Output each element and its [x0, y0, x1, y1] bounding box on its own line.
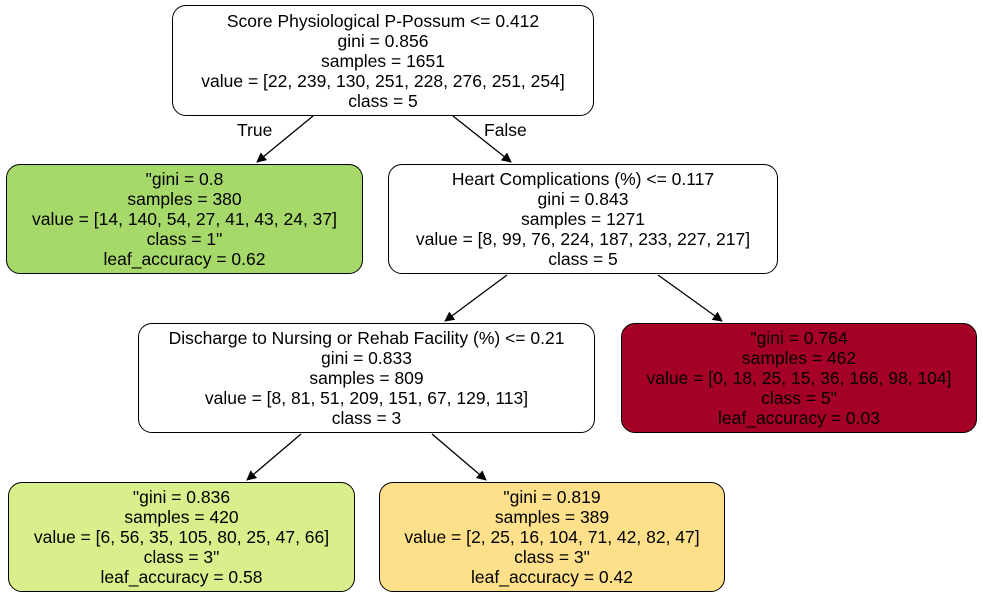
edge-discharge-to-leaf-yellow	[431, 433, 487, 481]
node-class: class = 5	[348, 90, 418, 111]
node-split-condition: Discharge to Nursing or Rehab Facility (…	[168, 328, 565, 348]
node-class: class = 3	[331, 408, 402, 428]
tree-node-discharge: Discharge to Nursing or Rehab Facility (…	[138, 323, 595, 433]
node-gini: gini = 0.856	[337, 30, 429, 51]
leaf-class: class = 3"	[143, 547, 220, 567]
edge-label-true: True	[237, 120, 273, 140]
node-split-condition: Score Physiological P-Possum <= 0.412	[226, 10, 540, 31]
leaf-gini: "gini = 0.836	[132, 487, 231, 507]
edge-discharge-to-leaf-green	[246, 433, 302, 481]
tree-leaf-class-3-yellow: "gini = 0.819 samples = 389 value = [2, …	[379, 482, 725, 592]
leaf-accuracy: leaf_accuracy = 0.58	[100, 567, 263, 587]
leaf-gini: "gini = 0.8	[145, 169, 224, 189]
leaf-samples: samples = 420	[124, 507, 239, 527]
tree-node-root: Score Physiological P-Possum <= 0.412 gi…	[172, 5, 594, 116]
edge-heart-to-discharge	[444, 274, 508, 322]
tree-leaf-class-5: "gini = 0.764 samples = 462 value = [0, …	[621, 323, 977, 433]
leaf-gini: "gini = 0.764	[750, 328, 848, 348]
leaf-accuracy: leaf_accuracy = 0.62	[103, 249, 266, 269]
leaf-accuracy: leaf_accuracy = 0.03	[718, 408, 880, 428]
leaf-samples: samples = 389	[494, 507, 610, 527]
node-gini: gini = 0.843	[537, 189, 629, 209]
node-samples: samples = 1271	[520, 209, 646, 229]
node-class: class = 5	[548, 249, 618, 269]
node-samples: samples = 1651	[320, 50, 446, 71]
node-gini: gini = 0.833	[321, 348, 412, 368]
leaf-value: value = [14, 140, 54, 27, 41, 43, 24, 37…	[31, 209, 338, 229]
node-value: value = [22, 239, 130, 251, 228, 276, 25…	[201, 70, 565, 91]
leaf-class: class = 5"	[761, 388, 837, 408]
leaf-value: value = [2, 25, 16, 104, 71, 42, 82, 47]	[404, 527, 700, 547]
leaf-samples: samples = 380	[127, 189, 242, 209]
node-value: value = [8, 99, 76, 224, 187, 233, 227, …	[415, 229, 751, 249]
node-value: value = [8, 81, 51, 209, 151, 67, 129, 1…	[204, 388, 529, 408]
edge-root-to-heart	[452, 115, 512, 163]
node-samples: samples = 809	[309, 368, 424, 388]
tree-node-heart-complications: Heart Complications (%) <= 0.117 gini = …	[388, 164, 778, 274]
node-split-condition: Heart Complications (%) <= 0.117	[451, 169, 715, 189]
leaf-value: value = [0, 18, 25, 15, 36, 166, 98, 104…	[646, 368, 952, 388]
leaf-class: class = 1"	[146, 229, 223, 249]
edge-root-to-leaf-left	[256, 115, 314, 163]
tree-leaf-class-3-green: "gini = 0.836 samples = 420 value = [6, …	[8, 482, 355, 592]
leaf-samples: samples = 462	[741, 348, 857, 368]
tree-leaf-class-1: "gini = 0.8 samples = 380 value = [14, 1…	[6, 164, 363, 274]
leaf-class: class = 3"	[514, 547, 590, 567]
edge-label-false: False	[484, 120, 527, 140]
edge-heart-to-leaf-red	[657, 274, 723, 322]
leaf-gini: "gini = 0.819	[503, 487, 601, 507]
leaf-value: value = [6, 56, 35, 105, 80, 25, 47, 66]	[33, 527, 330, 547]
leaf-accuracy: leaf_accuracy = 0.42	[471, 567, 633, 587]
